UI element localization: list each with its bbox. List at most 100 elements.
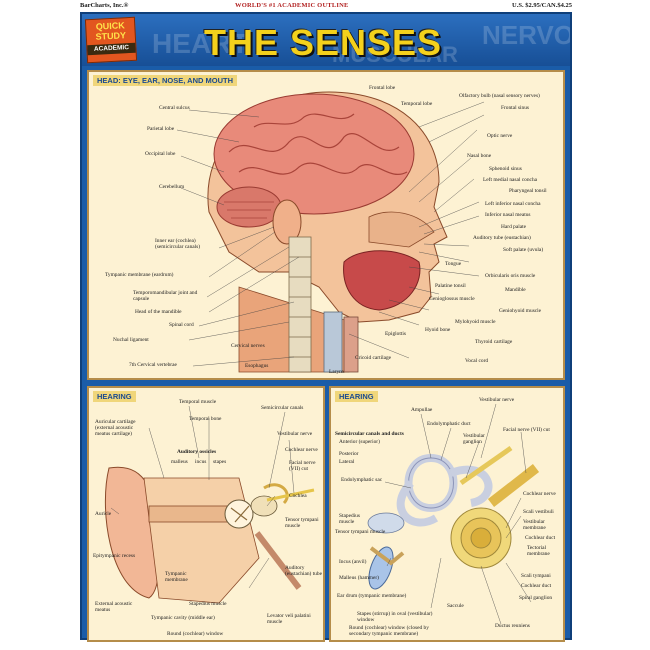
label-auditory-ossicles: Auditory ossicles [177, 449, 217, 455]
label-temporal-bone: Temporal bone [189, 416, 222, 422]
label-stapes: stapes [213, 459, 227, 465]
quick-study-logo: QUICK STUDY ACADEMIC [84, 16, 138, 64]
head-cross-section-illustration [207, 91, 448, 373]
label-scali-vestibuli: Scali vestibuli [523, 509, 554, 515]
label-semicircular-canals-and-ducts: Semicircular canals and ducts [335, 431, 404, 437]
quick-study-chart: BarCharts, Inc.® WORLD'S #1 ACADEMIC OUT… [80, 0, 572, 650]
label-cricoid-cartilage: Cricoid cartilage [355, 355, 392, 361]
label-auditory-tube: Auditory (eustachian) tube [285, 565, 322, 577]
label-sphenoid-sinus: Sphenoid sinus [489, 166, 522, 172]
hearing-outer-ear-panel: HEARING Temporal muscle Auricular cartil… [87, 386, 325, 642]
hearing-left-heading: HEARING [93, 391, 136, 402]
label-vestibular-nerve: Vestibular nerve [479, 397, 515, 403]
label-auricle: Auricle [95, 511, 112, 517]
label-stapedius-muscle: Stapedius muscle [189, 601, 227, 607]
label-ductus-reuniens: Ductus reuniens [495, 623, 530, 629]
label-inner-ear: Inner ear (cochlea) (semicircular canals… [155, 238, 201, 250]
price: U.S. $2.95/CAN.$4.25 [512, 2, 572, 9]
label-cochlear-duct-upper: Cochlear duct [525, 535, 556, 541]
label-incus: incus [195, 459, 207, 465]
label-external-acoustic-meatus: External acoustic meatus [95, 601, 133, 613]
label-round-window: Round (cochlear) window (closed by secon… [349, 625, 429, 637]
head-panel: HEAD: EYE, EAR, NOSE, AND MOUTH Central … [87, 70, 565, 380]
label-facial-nerve-cut: Facial nerve (VII) cut [503, 427, 550, 433]
label-tensor-tympani: Tensor tympani muscle [285, 517, 319, 529]
logo-line-2: STUDY [95, 30, 127, 42]
label-head-of-mandible: Head of the mandible [135, 309, 182, 315]
page-title: THE SENSES [204, 22, 443, 63]
label-mandible: Mandible [505, 287, 526, 293]
label-tympanic-membrane: Tympanic membrane [165, 571, 188, 583]
label-cochlear-nerve: Cochlear nerve [285, 447, 318, 453]
label-frontal-lobe: Frontal lobe [369, 85, 396, 91]
label-genioglossus: Genioglossus muscle [429, 296, 475, 302]
label-esophagus: Esophagus [245, 363, 269, 369]
tagline: WORLD'S #1 ACADEMIC OUTLINE [235, 2, 349, 9]
label-mylohyoid: Mylohyoid muscle [455, 319, 496, 325]
chart-frame: HEART MUSCULAR NERVOUS QUICK STUDY ACADE… [80, 12, 572, 642]
label-hard-palate: Hard palate [501, 224, 526, 230]
label-parietal-lobe: Parietal lobe [147, 126, 175, 132]
label-larynx: Larynx [329, 369, 345, 375]
label-occipital-lobe: Occipital lobe [145, 151, 176, 157]
label-endolymphatic-duct: Endolymphatic duct [427, 421, 471, 427]
inner-ear-illustration [367, 445, 540, 590]
label-stapedius-muscle: Stapedius muscle [339, 513, 360, 525]
label-spiral-ganglion: Spiral ganglion [519, 595, 553, 601]
label-saccule: Saccule [447, 603, 464, 609]
label-auricular-cartilage: Auricular cartilage (external acoustic m… [95, 419, 136, 437]
top-info-line: BarCharts, Inc.® WORLD'S #1 ACADEMIC OUT… [80, 2, 572, 12]
label-scali-tympani: Scali tympani [521, 573, 551, 579]
label-epiglottis: Epiglottis [385, 331, 406, 337]
label-tensor-tympani-muscle: Tensor tympani muscle [335, 529, 386, 535]
label-palatine-tonsil: Palatine tonsil [435, 283, 466, 289]
label-tongue: Tongue [445, 261, 462, 267]
bg-word-heart: HEART [152, 28, 249, 59]
hearing-right-heading: HEARING [335, 391, 378, 402]
label-tympanic-membrane: Tympanic membrane (eardrum) [105, 272, 174, 278]
label-malleus-hammer: Malleus (hammer) [339, 575, 379, 581]
label-olfactory-bulb: Olfactory bulb (nasal sensory nerves) [459, 93, 540, 99]
label-cochlear-nerve: Cochlear nerve [523, 491, 556, 497]
label-orbicularis-oris: Orbicularis oris muscle [485, 273, 536, 279]
label-hyoid-bone: Hyoid bone [425, 327, 451, 333]
label-nuchal-ligament: Nuchal ligament [113, 337, 149, 343]
label-left-inferior-nasal-concha: Left inferior nasal concha [485, 201, 541, 207]
label-central-sulcus: Central sulcus [159, 105, 190, 111]
label-cochlea: Cochlea [289, 493, 307, 499]
label-pharyngeal-tonsil: Pharyngeal tonsil [509, 188, 547, 194]
label-anterior-superior: Anterior (superior) [339, 439, 380, 445]
label-vestibular-membrane: Vestibular membrane [523, 519, 546, 531]
label-vocal-cord: Vocal cord [465, 358, 489, 364]
bg-word-nervous: NERVOUS [482, 20, 570, 50]
label-incus-anvil: Incus (anvil) [339, 559, 367, 565]
bg-word-muscular: MUSCULAR [332, 42, 458, 66]
label-vestibular-nerve: Vestibular nerve [277, 431, 313, 437]
label-temporal-muscle: Temporal muscle [179, 399, 217, 405]
label-facial-nerve-cut: Facial nerve (VII) cut [289, 460, 316, 472]
label-lateral: Lateral [339, 459, 355, 465]
label-ampullae: Ampullae [411, 407, 433, 413]
label-cerebellum: Cerebellum [159, 184, 185, 190]
label-malleus: malleus [171, 459, 188, 465]
label-inferior-nasal-meatus: Inferior nasal meatus [485, 212, 531, 218]
label-geniohyoid: Geniohyoid muscle [499, 308, 542, 314]
label-epitympanic-recess: Epitympanic recess [93, 553, 136, 559]
label-7th-cervical-vertebrae: 7th Cervical vertebrae [129, 362, 177, 368]
label-frontal-sinus: Frontal sinus [501, 105, 530, 111]
label-tectorial-membrane: Tectorial membrane [527, 545, 550, 557]
label-left-medial-nasal-concha: Left medial nasal concha [483, 177, 538, 183]
label-cochlear-duct-lower: Cochlear duct [521, 583, 552, 589]
label-thyroid-cartilage: Thyroid cartilage [475, 339, 513, 345]
label-spinal-cord: Spinal cord [169, 322, 194, 328]
publisher: BarCharts, Inc.® [80, 2, 129, 9]
logo-line-3: ACADEMIC [87, 42, 136, 56]
label-soft-palate: Soft palate (uvula) [503, 247, 544, 253]
label-tympanic-cavity: Tympanic cavity (middle ear) [151, 615, 215, 621]
ear-cross-section-illustration [104, 466, 315, 604]
label-semicircular-canals: Semicircular canals [261, 405, 304, 411]
label-nasal-bone: Nasal bone [467, 153, 492, 159]
label-ear-drum: Ear drum (tympanic membrane) [337, 593, 407, 599]
label-posterior: Posterior [339, 451, 359, 457]
label-optic-nerve: Optic nerve [487, 133, 513, 139]
